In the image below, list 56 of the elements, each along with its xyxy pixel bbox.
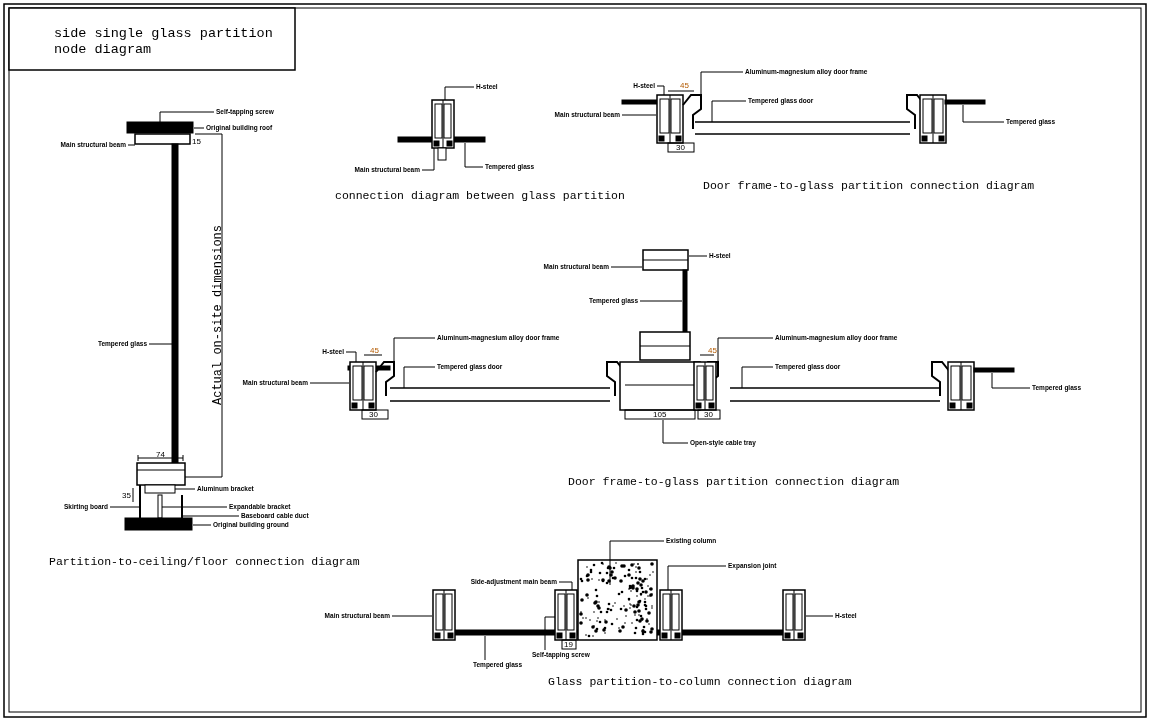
leader-line <box>193 127 205 129</box>
glass-partition-joint-drawing <box>397 99 486 161</box>
leader-line <box>610 266 643 268</box>
leader-line <box>159 111 215 125</box>
leader-line <box>148 343 173 345</box>
title: side single glass partition node diagram <box>54 26 274 58</box>
leader-line <box>174 488 196 490</box>
leader-line <box>403 366 436 389</box>
column-connection-drawing <box>432 559 806 650</box>
dimension-label: 30 <box>676 143 685 152</box>
dimension-label: 30 <box>369 410 378 419</box>
dimension-label: 45 <box>708 346 717 355</box>
leader-line <box>192 524 212 526</box>
leader-line <box>391 615 433 617</box>
leader-line <box>711 100 747 123</box>
section-caption: connection diagram between glass partition <box>335 189 625 203</box>
leader-line <box>609 540 665 586</box>
leader-line <box>700 71 744 96</box>
leader-line <box>667 565 727 591</box>
leader-line <box>484 635 486 661</box>
section-caption: Door frame-to-glass partition connection diagram <box>568 475 900 489</box>
section-caption: Door frame-to-glass partition connection diagram <box>703 179 1035 193</box>
leader-line <box>741 366 774 389</box>
leader-line <box>656 85 665 96</box>
section-caption: Partition-to-ceiling/floor connection diagram <box>49 555 360 569</box>
dimension-label: 45 <box>370 346 379 355</box>
dimension-label: 30 <box>704 410 713 419</box>
leader-line <box>182 515 240 517</box>
leader-line <box>688 255 708 257</box>
dimension-label: 19 <box>564 640 573 649</box>
leader-line <box>621 114 657 116</box>
dimension-label: 15 <box>192 137 201 146</box>
dimension-label: 74 <box>156 450 165 459</box>
dimension-label: 105 <box>653 410 667 419</box>
leader-line <box>464 142 484 168</box>
leader-line <box>991 372 1031 389</box>
leader-line <box>544 616 556 651</box>
leader-line <box>717 337 774 363</box>
dimension-label: Actual on-site dimensions <box>211 225 225 405</box>
leader-line <box>161 506 228 508</box>
leader-line <box>962 104 1005 123</box>
leader-line <box>421 147 435 171</box>
section-caption: Glass partition-to-column connection diagram <box>548 675 852 689</box>
leader-line <box>109 506 141 508</box>
leader-line <box>639 300 683 302</box>
leader-line <box>662 419 689 444</box>
leader-line <box>393 337 436 363</box>
leader-line <box>444 86 475 101</box>
leader-line <box>309 382 350 384</box>
leader-line <box>127 144 136 146</box>
leader-line <box>558 581 573 591</box>
leader-line <box>805 615 834 617</box>
door-frame-assembly-drawing <box>347 249 1015 420</box>
leader-line <box>345 351 357 363</box>
door-frame-section-drawing <box>621 90 986 153</box>
dimension-label: 35 <box>122 491 131 500</box>
